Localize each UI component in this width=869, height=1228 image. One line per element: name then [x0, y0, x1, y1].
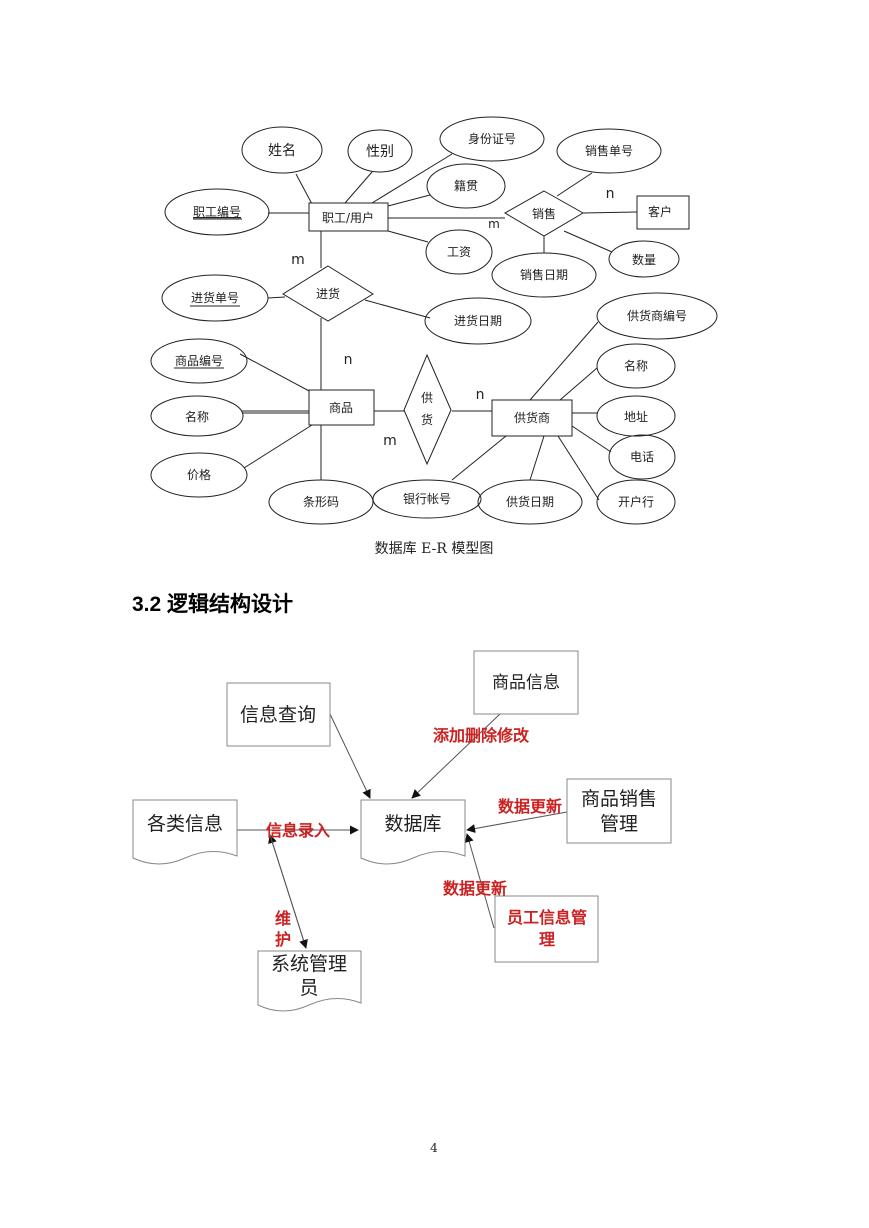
flow-node-all-info-label: 各类信息 — [147, 813, 223, 835]
er-attribute-open-bank-label: 开户行 — [618, 494, 654, 509]
er-attribute-address: 地址 — [596, 395, 676, 437]
er-cardinality-purchase-n: n — [344, 352, 353, 368]
flow-node-staff-mgmt-label-1: 员工信息管 — [507, 908, 587, 927]
er-entity-employee-label: 职工/用户 — [322, 210, 374, 225]
er-attribute-sale-date: 销售日期 — [491, 252, 597, 298]
er-attribute-bank-acct-label: 银行帐号 — [403, 491, 451, 506]
flow-node-sales-mgmt: 商品销售 管理 — [566, 778, 672, 844]
er-attribute-goods-name: 名称 — [150, 395, 244, 437]
er-attribute-quantity: 数量 — [608, 240, 680, 278]
er-relation-supply-label-1: 供 — [421, 391, 433, 405]
er-cardinality-supply-n: n — [476, 387, 485, 403]
flow-node-goods-info: 商品信息 — [473, 650, 579, 715]
flow-node-database-label: 数据库 — [384, 813, 441, 835]
page-number: 4 — [430, 1141, 438, 1155]
flow-label-maintain-2: 护 — [275, 930, 291, 949]
er-attribute-supplier-name: 名称 — [596, 343, 676, 389]
flow-node-query-label: 信息查询 — [240, 704, 316, 726]
er-attribute-barcode-label: 条形码 — [303, 495, 339, 509]
er-attribute-native: 籍贯 — [426, 163, 506, 209]
flow-node-staff-mgmt-label-2: 理 — [539, 930, 555, 949]
er-entity-customer-label: 客户 — [648, 204, 672, 219]
er-cardinality-purchase-m: m — [291, 252, 305, 268]
er-attribute-goods-no-label: 商品编号 — [175, 353, 223, 368]
er-attribute-quantity-label: 数量 — [632, 252, 656, 267]
er-connectors — [239, 153, 638, 501]
flow-label-maintain-1: 维 — [275, 909, 291, 928]
er-attribute-purchase-no-label: 进货单号 — [191, 290, 239, 305]
er-attribute-sale-date-label: 销售日期 — [520, 267, 568, 282]
er-attribute-emp-no-label: 职工编号 — [193, 204, 241, 219]
er-attribute-phone: 电话 — [608, 434, 676, 480]
flow-node-goods-info-label: 商品信息 — [492, 673, 560, 693]
flow-label-update-sales: 数据更新 — [498, 797, 562, 816]
flow-node-all-info: 各类信息 — [132, 799, 238, 865]
er-attribute-name: 姓名 — [241, 126, 323, 174]
er-caption: 数据库 E-R 模型图 — [375, 541, 494, 557]
flow-diagram: 商品信息 信息查询 各类信息 数据库 商品销售 管理 员工信息管 理 — [132, 650, 672, 1012]
flow-node-admin-label-1: 系统管理 — [271, 953, 347, 975]
er-cardinality-sale-n: n — [606, 186, 615, 202]
er-attribute-barcode: 条形码 — [268, 479, 374, 525]
er-attribute-gender-label: 性别 — [366, 144, 394, 160]
flow-node-sales-mgmt-label-1: 商品销售 — [581, 788, 657, 810]
flow-node-staff-mgmt: 员工信息管 理 — [494, 895, 599, 963]
flow-label-entry: 信息录入 — [266, 821, 330, 840]
er-entity-supplier-label: 供货商 — [514, 410, 550, 425]
flow-node-sales-mgmt-label-2: 管理 — [600, 813, 638, 835]
er-attribute-goods-no: 商品编号 — [150, 338, 248, 384]
er-attribute-native-label: 籍贯 — [454, 178, 478, 193]
flow-label-update-staff: 数据更新 — [443, 879, 507, 898]
er-cardinality-sale-m: m — [488, 217, 500, 231]
er-attribute-supply-date-label: 供货日期 — [506, 494, 554, 509]
er-attribute-goods-name-label: 名称 — [185, 409, 209, 424]
er-attribute-supplier-no-label: 供货商编号 — [627, 308, 687, 323]
er-diagram: 姓名 性别 身份证号 籍贯 职工编号 工资 销售单号 销售日期 — [150, 116, 718, 525]
er-attribute-price-label: 价格 — [187, 467, 211, 482]
er-attribute-supplier-name-label: 名称 — [624, 358, 648, 373]
er-relation-purchase-label: 进货 — [316, 286, 340, 301]
er-attribute-price: 价格 — [150, 452, 248, 498]
er-relation-sale-label: 销售 — [532, 206, 556, 221]
er-attribute-bank-acct: 银行帐号 — [372, 479, 482, 519]
er-attribute-open-bank: 开户行 — [596, 479, 676, 525]
er-attribute-sale-no: 销售单号 — [556, 128, 662, 174]
er-attribute-purchase-date: 进货日期 — [424, 297, 532, 345]
er-entity-supplier: 供货商 — [491, 399, 573, 437]
er-entity-goods: 商品 — [308, 389, 375, 426]
flow-node-query: 信息查询 — [226, 682, 331, 747]
flow-node-admin-label-2: 员 — [299, 977, 318, 999]
er-attribute-salary-label: 工资 — [447, 245, 471, 259]
er-cardinality-supply-m: m — [383, 433, 397, 449]
er-attribute-gender: 性别 — [347, 129, 413, 173]
er-attribute-sale-no-label: 销售单号 — [585, 143, 633, 158]
er-entity-employee: 职工/用户 — [308, 202, 389, 232]
er-attribute-id-card: 身份证号 — [439, 116, 545, 162]
er-attribute-purchase-date-label: 进货日期 — [454, 313, 502, 328]
er-relation-supply-label-2: 货 — [421, 412, 433, 427]
er-relation-supply: 供 货 — [403, 353, 452, 466]
er-attribute-id-card-label: 身份证号 — [468, 131, 516, 146]
er-entity-goods-label: 商品 — [329, 400, 353, 415]
er-attribute-emp-no: 职工编号 — [164, 188, 270, 236]
flow-node-database: 数据库 — [360, 799, 466, 865]
section-heading: 3.2 逻辑结构设计 — [132, 592, 293, 616]
er-attribute-address-label: 地址 — [624, 410, 648, 424]
er-relation-purchase: 进货 — [282, 265, 374, 322]
flow-label-crud: 添加删除修改 — [433, 726, 530, 745]
flow-node-admin: 系统管理 员 — [257, 950, 362, 1012]
er-attribute-purchase-no: 进货单号 — [161, 274, 269, 322]
er-entity-customer: 客户 — [636, 195, 690, 230]
er-attribute-salary: 工资 — [425, 229, 493, 275]
er-attribute-phone-label: 电话 — [630, 450, 654, 464]
er-attribute-supply-date: 供货日期 — [477, 479, 583, 525]
er-attribute-name-label: 姓名 — [268, 143, 296, 159]
flow-arrows — [237, 713, 568, 949]
er-relation-sale: 销售 — [503, 190, 585, 237]
er-attribute-supplier-no: 供货商编号 — [596, 292, 718, 340]
